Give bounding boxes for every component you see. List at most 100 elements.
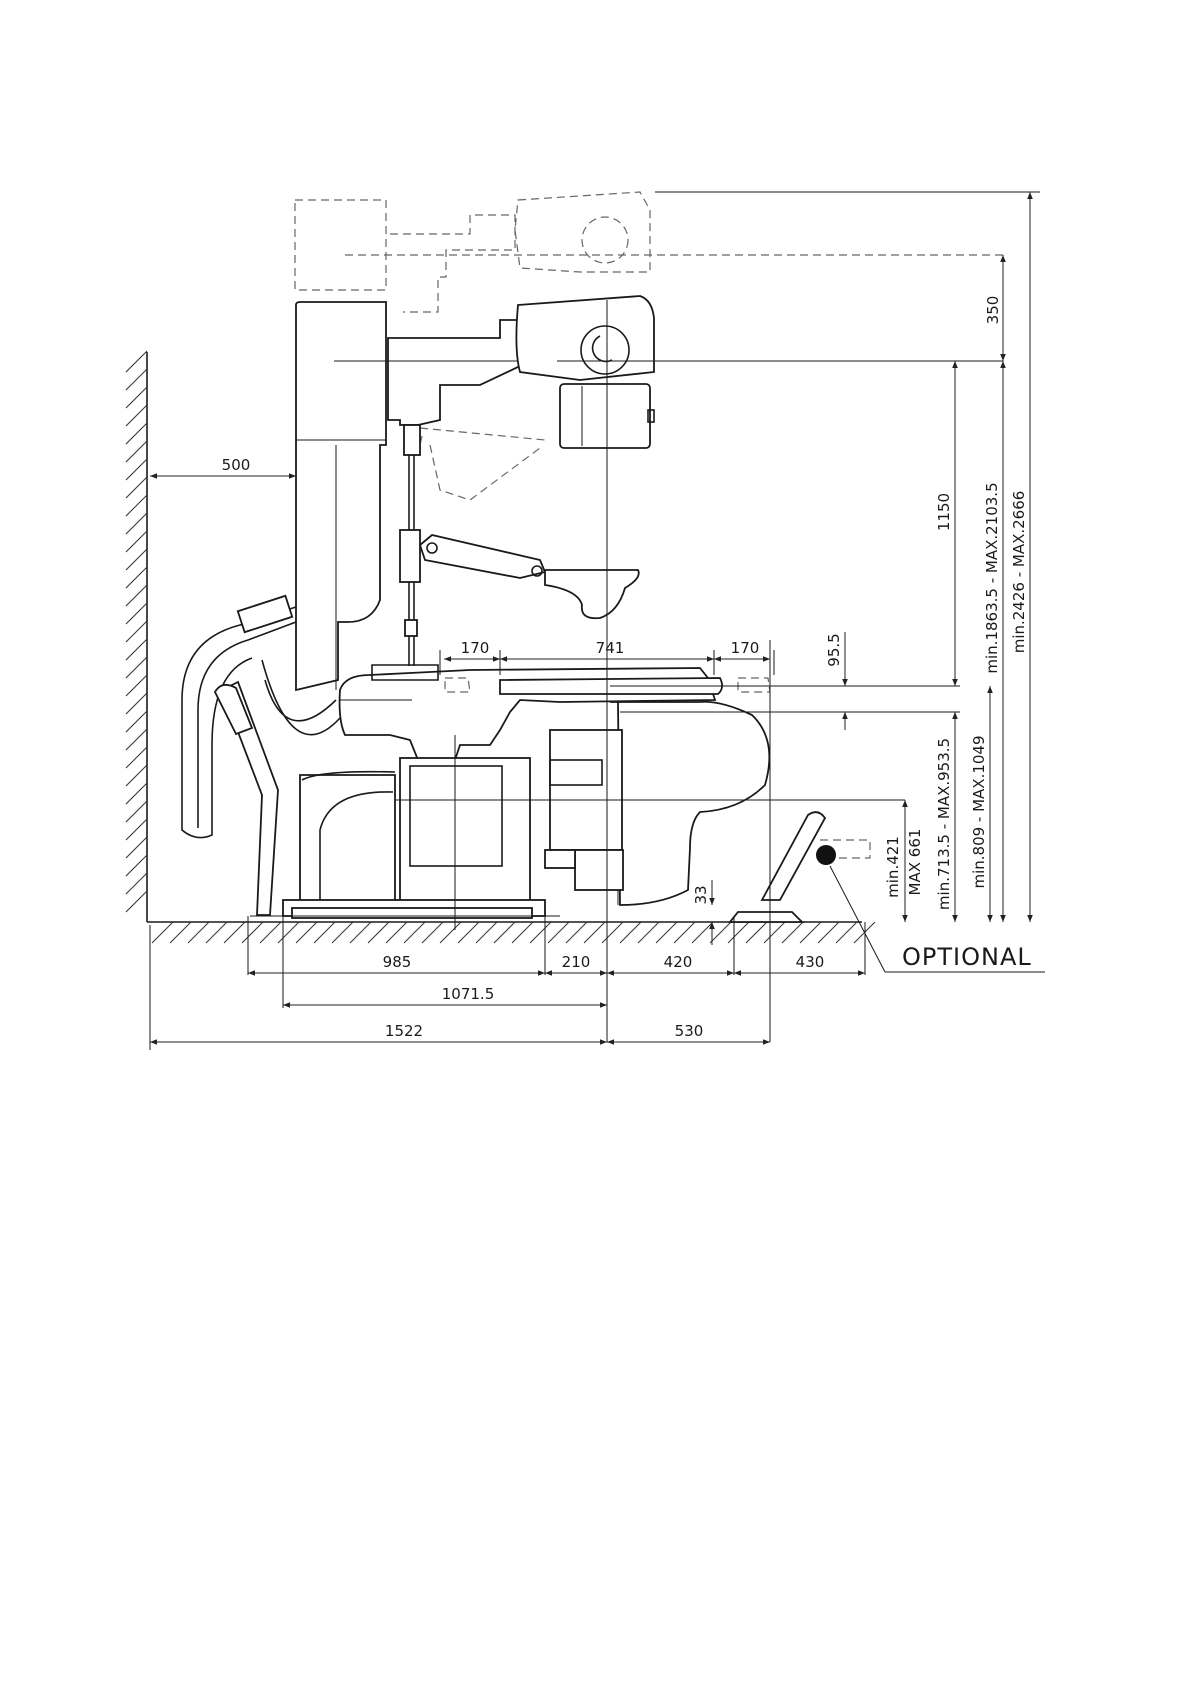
wall-hatch-line <box>126 783 147 804</box>
wall-hatch-line <box>126 873 147 894</box>
wall-hatch-line <box>126 891 147 912</box>
floor-hatch-line <box>224 922 245 943</box>
wall-hatch-line <box>126 675 147 696</box>
wall-hatch-line <box>126 585 147 606</box>
floor-hatch-line <box>602 922 623 943</box>
dim-985-label: 985 <box>383 953 412 971</box>
dim-210-label: 210 <box>562 953 591 971</box>
floor-hatch-line <box>170 922 191 943</box>
floor-hatch-line <box>566 922 587 943</box>
floor-hatch-line <box>206 922 227 943</box>
floor-hatch-line <box>548 922 569 943</box>
dim-350-label: 350 <box>984 296 1002 325</box>
wall-hatch-line <box>126 603 147 624</box>
floor-hatch-line <box>782 922 803 943</box>
floor-hatch-line <box>152 922 173 943</box>
optional-label: OPTIONAL <box>902 943 1032 971</box>
wall-hatch-line <box>126 639 147 660</box>
floor-hatch-line <box>494 922 515 943</box>
floor-hatch-line <box>440 922 461 943</box>
wall-hatch-line <box>126 513 147 534</box>
wall-hatch-line <box>126 801 147 822</box>
floor-hatch-line <box>242 922 263 943</box>
wall-hatch-line <box>126 621 147 642</box>
dim-1150-label: 1150 <box>935 493 953 531</box>
wall-hatch-line <box>126 711 147 732</box>
dim-tray-right-label: 170 <box>731 639 760 657</box>
instrument-tray-arm <box>420 535 639 618</box>
wall-hatch-line <box>126 567 147 588</box>
dim-1863-2103-label: min.1863.5 - MAX.2103.5 <box>983 482 1001 673</box>
dim-1150: 1150 <box>935 361 955 686</box>
floor-hatch-line <box>620 922 641 943</box>
floor-hatch-line <box>404 922 425 943</box>
floor-hatch-line <box>638 922 659 943</box>
foot-pedal-optional <box>730 812 870 922</box>
wall-hatch-line <box>126 657 147 678</box>
floor-line <box>147 922 875 943</box>
dim-661-label: MAX 661 <box>906 829 924 896</box>
dim-530-label: 530 <box>675 1022 704 1040</box>
dim-95-5-label: 95.5 <box>825 633 843 666</box>
floor-hatch-line <box>368 922 389 943</box>
dim-713-953-label: min.713.5 - MAX.953.5 <box>935 738 953 910</box>
dim-95-5: 95.5 <box>825 632 845 730</box>
wall-hatch-line <box>126 387 147 408</box>
wall-hatch-line <box>126 531 147 552</box>
dim-430-label: 430 <box>796 953 825 971</box>
dim-1522-label: 1522 <box>385 1022 423 1040</box>
floor-hatch-line <box>764 922 785 943</box>
wall-hatch-line <box>126 747 147 768</box>
wall-hatch-line <box>126 765 147 786</box>
dim-809-1049-label: min.809 - MAX.1049 <box>970 735 988 888</box>
floor-hatch-line <box>314 922 335 943</box>
dim-1071-label: 1071.5 <box>442 985 495 1003</box>
floor-hatch-line <box>458 922 479 943</box>
wall-hatch-line <box>126 729 147 750</box>
floor-hatch-line <box>278 922 299 943</box>
wall-hatch-line <box>126 369 147 390</box>
dim-500: 500 <box>150 456 296 476</box>
wall <box>126 351 147 922</box>
floor-hatch-line <box>728 922 749 943</box>
floor-hatch-line <box>350 922 371 943</box>
floor-hatch-line <box>386 922 407 943</box>
wall-hatch-line <box>126 495 147 516</box>
floor-hatch-line <box>836 922 857 943</box>
wall-hatch-line <box>126 423 147 444</box>
wall-hatch-line <box>126 405 147 426</box>
dim-seat-height: min.421 MAX 661 <box>884 800 924 922</box>
floor-hatch-line <box>422 922 443 943</box>
floor-hatch-line <box>656 922 677 943</box>
floor-hatch-line <box>818 922 839 943</box>
dim-421-label: min.421 <box>884 836 902 898</box>
floor-hatch-line <box>710 922 731 943</box>
wall-hatch-line <box>126 855 147 876</box>
dim-row-2: 1071.5 <box>283 985 607 1005</box>
chair-lift-mechanism <box>545 730 623 890</box>
floor-hatch-line <box>800 922 821 943</box>
floor-hatch-line <box>674 922 695 943</box>
chair-column-back <box>296 302 386 690</box>
floor-hatch-line <box>530 922 551 943</box>
dim-809-1049: min.809 - MAX.1049 <box>970 686 990 922</box>
dim-350: 350 <box>984 255 1003 361</box>
dim-713-953: min.713.5 - MAX.953.5 <box>935 712 955 922</box>
floor-hatch-line <box>746 922 767 943</box>
dim-420-label: 420 <box>664 953 693 971</box>
dim-row-3: 1522 530 <box>150 1022 770 1042</box>
dim-tray: 170 741 170 <box>444 639 770 659</box>
assistant-pole <box>215 682 278 915</box>
vertical-rod <box>400 425 420 666</box>
wall-hatch-line <box>126 837 147 858</box>
wall-hatch-line <box>126 351 147 372</box>
floor-hatch-line <box>260 922 281 943</box>
dim-tray-width-label: 741 <box>596 639 625 657</box>
floor-hatch-line <box>584 922 605 943</box>
floor-hatch-line <box>188 922 209 943</box>
backrest <box>610 702 769 905</box>
dim-500-label: 500 <box>222 456 251 474</box>
operating-light-head <box>516 296 1003 380</box>
dim-tray-left-label: 170 <box>461 639 490 657</box>
